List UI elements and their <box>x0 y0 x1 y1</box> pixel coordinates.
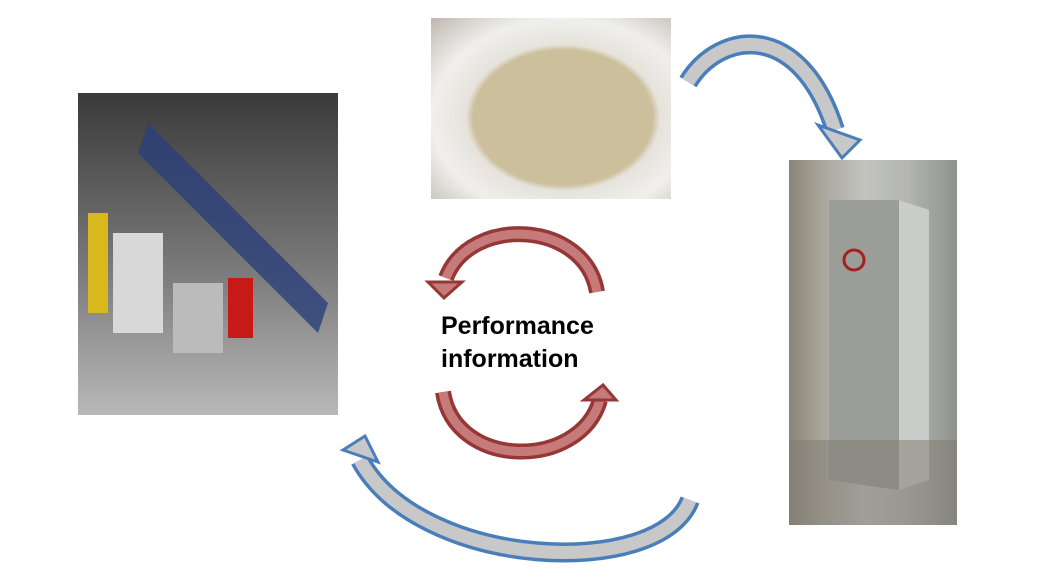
red-arrow-bottom <box>435 382 620 460</box>
system-render-image <box>78 93 338 415</box>
blue-arrow-bottom <box>339 433 700 563</box>
render-sketch <box>88 123 328 353</box>
blue-arrow-top <box>679 34 863 161</box>
adsorbent-pellets-photo <box>431 18 671 199</box>
performance-information-label: Performance information <box>441 310 594 376</box>
reactor-vessel-photo <box>789 160 957 525</box>
label-line-1: Performance <box>441 312 594 340</box>
label-line-2: information <box>441 345 579 373</box>
vessel-sketch <box>789 200 957 525</box>
red-arrow-top <box>424 226 605 301</box>
